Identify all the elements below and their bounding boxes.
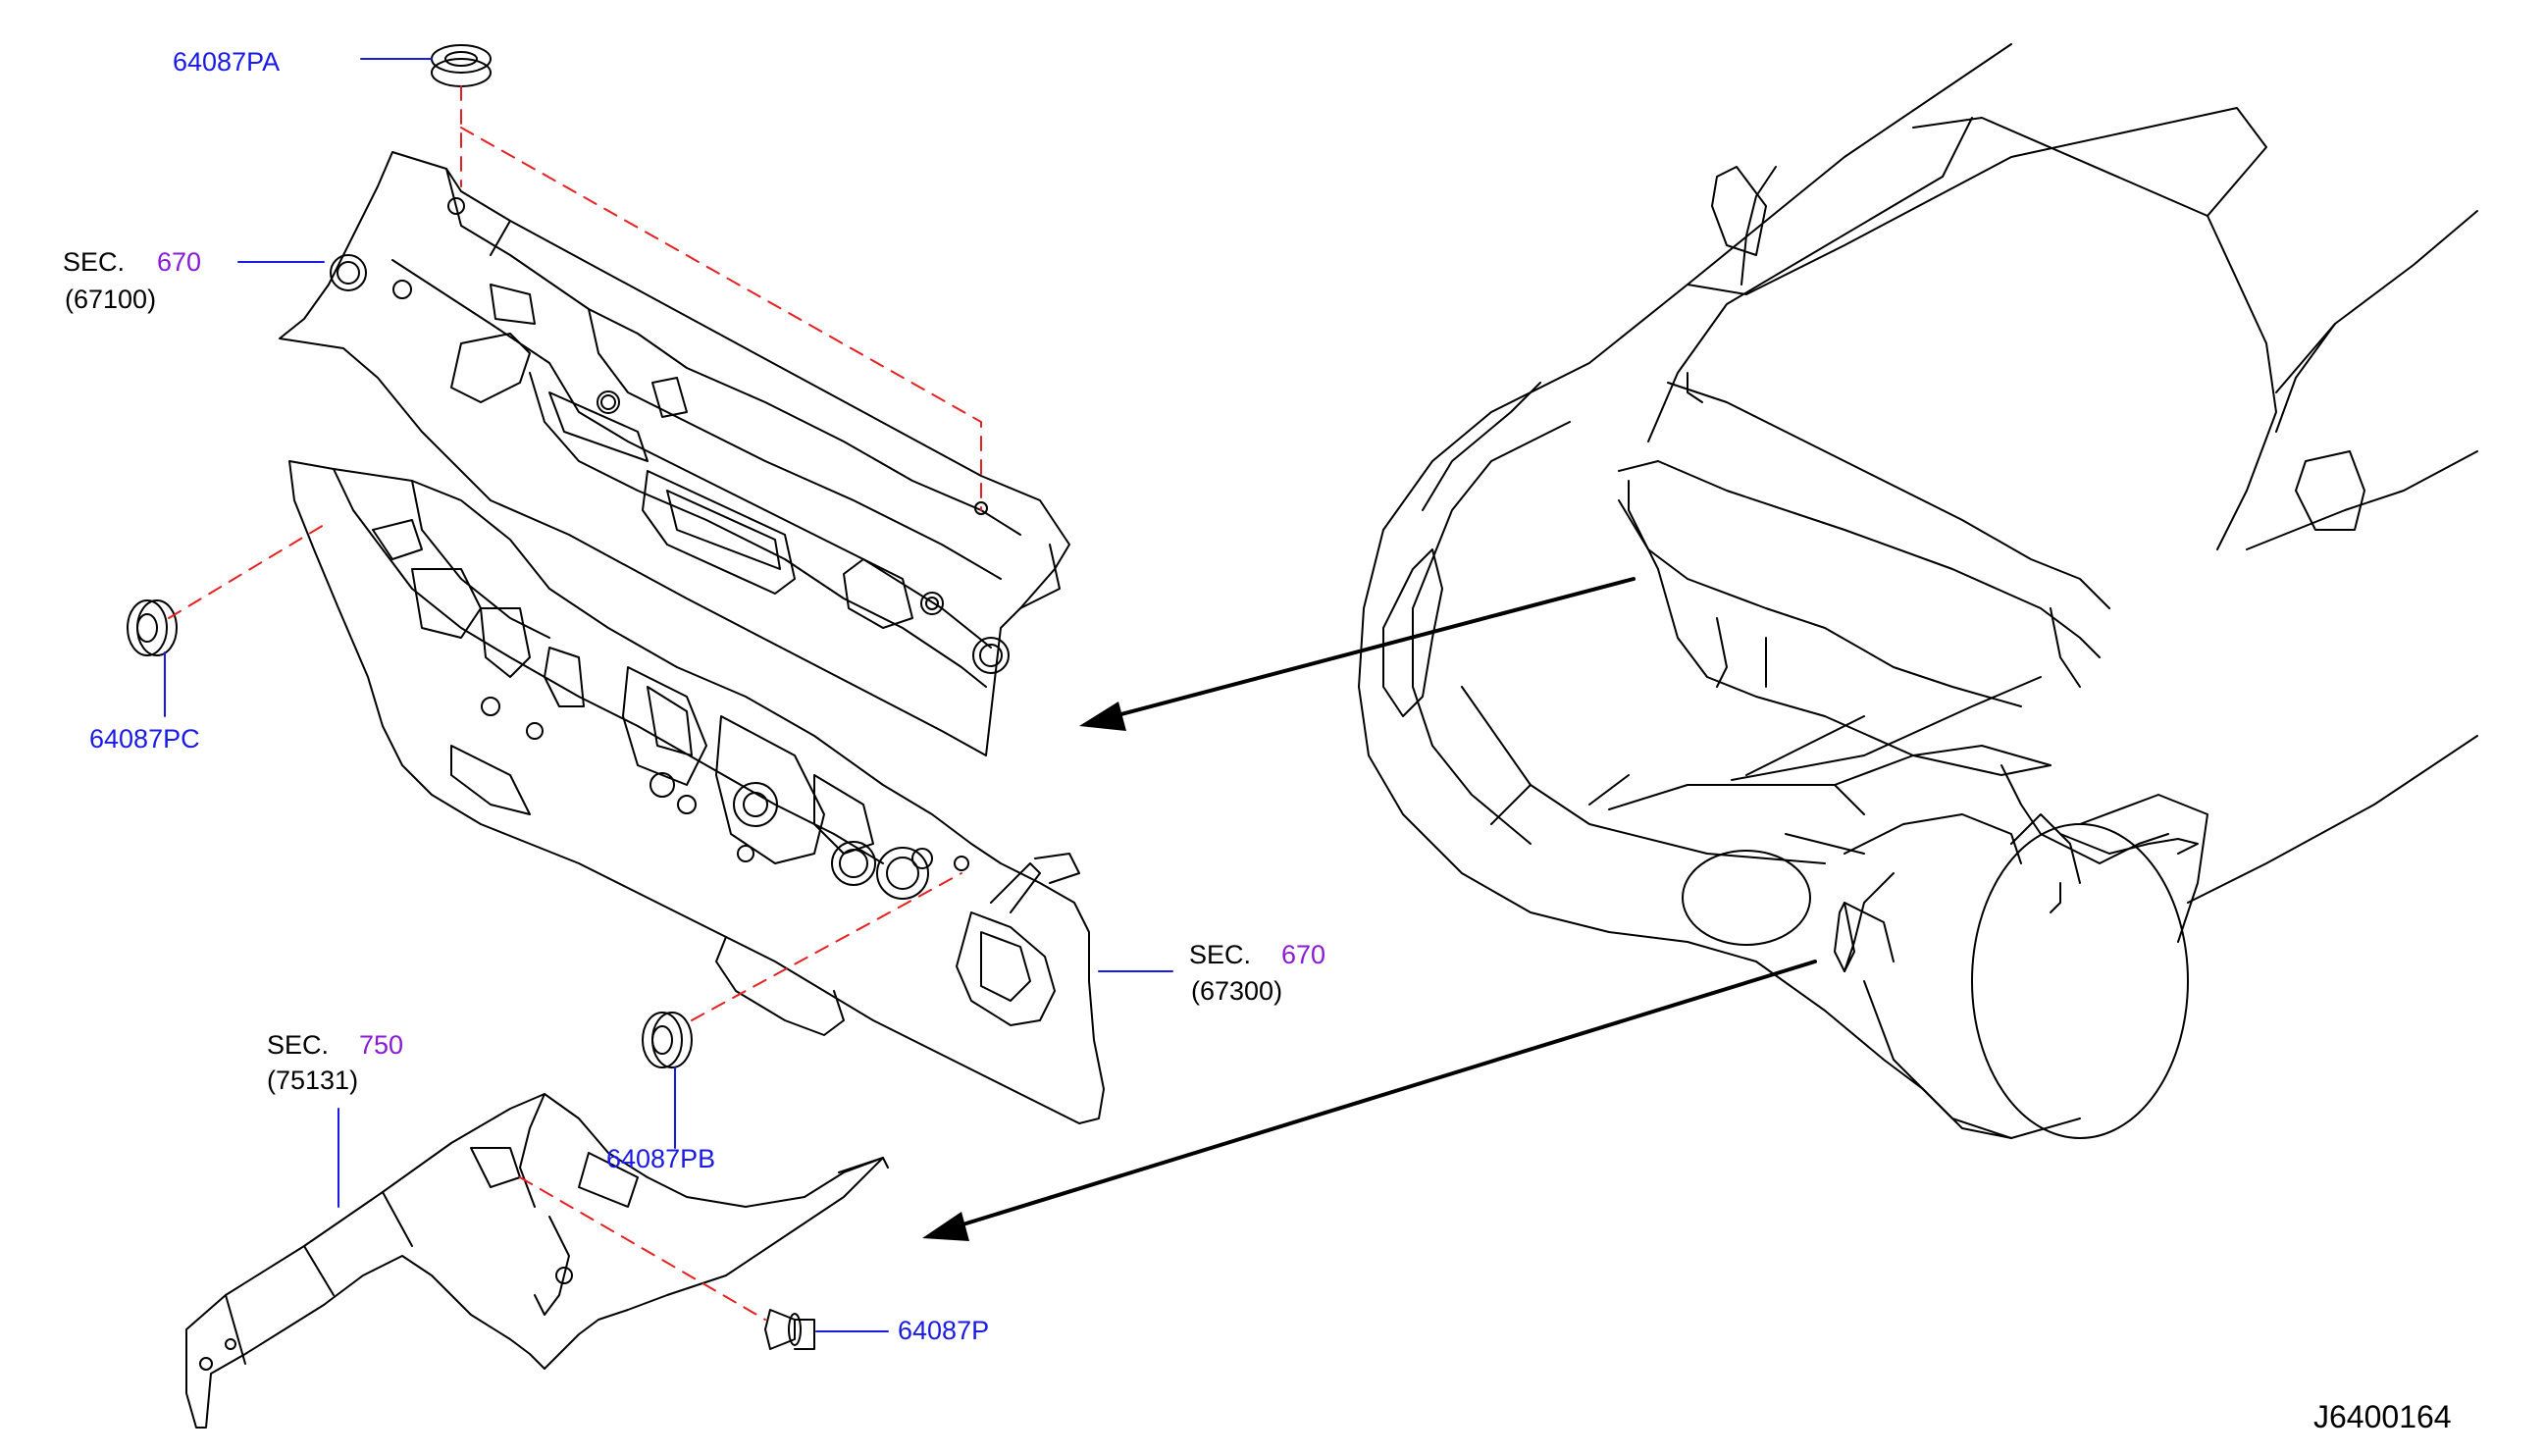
- sec-dash-prefix: SEC.: [1189, 940, 1252, 969]
- assembly-lines: [168, 85, 982, 1321]
- dash-panel: [288, 460, 1105, 1124]
- sec-hood-number: 750: [359, 1030, 404, 1060]
- diagram-code: J6400164: [2313, 1399, 2452, 1434]
- leader-lines: [164, 58, 1173, 1332]
- sec-dash-number: 670: [1281, 940, 1326, 969]
- cowl-top-panel: [279, 151, 1070, 756]
- label-64087pb: 64087PB: [606, 1144, 716, 1173]
- grommet-pc: [127, 599, 178, 656]
- label-64087p: 64087P: [898, 1316, 990, 1345]
- sec-hood-prefix: SEC.: [267, 1030, 330, 1060]
- hood-ledge: [185, 1093, 889, 1429]
- label-64087pc: 64087PC: [89, 724, 200, 754]
- callout-arrows: [922, 577, 1817, 1241]
- clip-p: [764, 1309, 815, 1350]
- label-64087pa: 64087PA: [173, 47, 281, 77]
- grommet-pb: [642, 1012, 693, 1068]
- sec-cowl-subcode: (67100): [65, 285, 157, 314]
- vehicle-outline: [1358, 43, 2478, 1139]
- sec-cowl-prefix: SEC.: [63, 247, 126, 277]
- grommet-pa: [431, 44, 492, 87]
- sec-cowl-number: 670: [157, 247, 202, 277]
- sec-hood-subcode: (75131): [267, 1066, 359, 1095]
- sec-dash-subcode: (67300): [1191, 976, 1283, 1006]
